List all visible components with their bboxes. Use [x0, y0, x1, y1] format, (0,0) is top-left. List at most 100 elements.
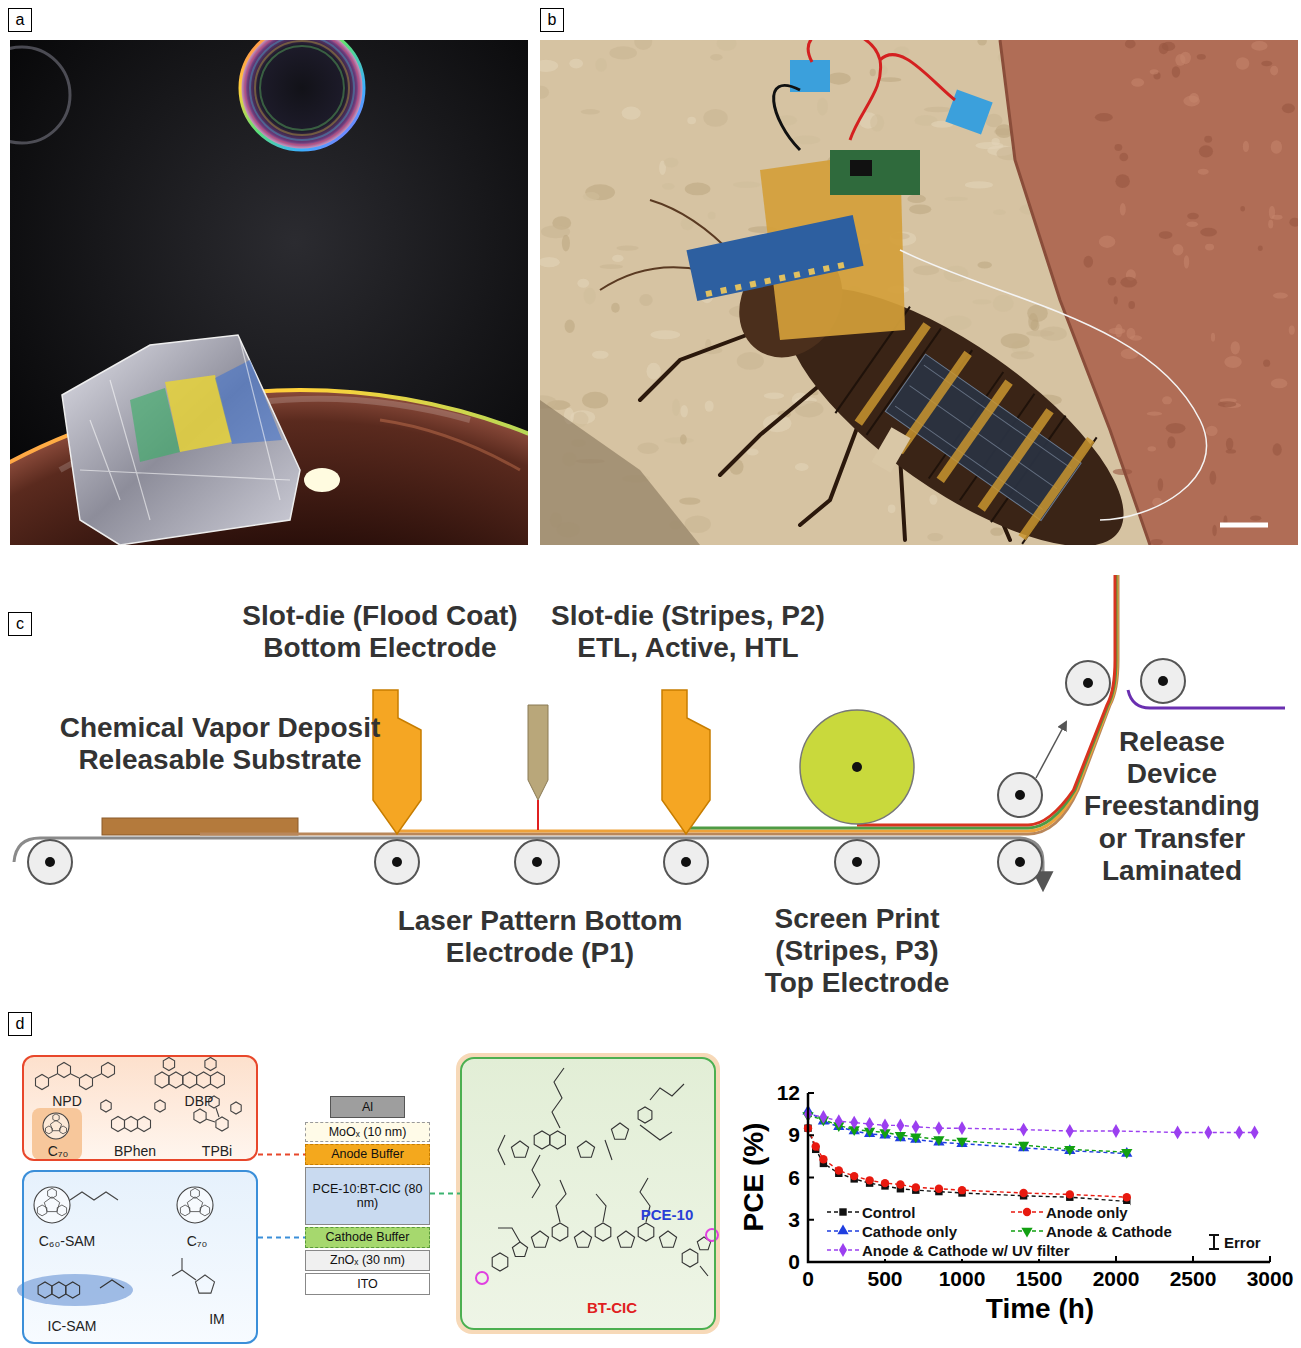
molecule-ring — [205, 1058, 216, 1071]
stone-texture — [611, 303, 620, 313]
data-point — [956, 1137, 967, 1147]
material-name: BT-CIC — [587, 1300, 637, 1317]
stone-texture — [708, 212, 716, 220]
data-point — [819, 1155, 827, 1163]
stone-texture — [616, 245, 638, 250]
brick-texture — [1172, 66, 1180, 78]
stone-texture — [977, 261, 992, 268]
data-line — [808, 1111, 1127, 1153]
molecule-ring — [183, 1072, 197, 1088]
stone-texture — [990, 527, 1003, 535]
stone-texture — [792, 136, 820, 145]
brick-texture — [1270, 66, 1278, 76]
brick-texture — [1109, 328, 1126, 335]
stone-texture — [907, 194, 926, 203]
stone-texture — [685, 183, 711, 196]
brick-texture — [1120, 203, 1126, 216]
stone-texture — [679, 498, 700, 505]
sensor — [871, 427, 910, 473]
stone-texture — [888, 505, 896, 514]
axis-title: Time (h) — [986, 1293, 1094, 1325]
brick-texture — [1115, 174, 1129, 188]
molecule-bond — [206, 1108, 219, 1122]
brick-texture — [1180, 52, 1191, 64]
legend-marker — [839, 1243, 847, 1257]
molecule-ring — [112, 1117, 125, 1132]
brick-texture — [1131, 78, 1144, 87]
board-pin — [808, 268, 815, 275]
molecule-ring — [638, 1223, 654, 1241]
stone-texture — [795, 463, 809, 471]
fullerene-pattern — [46, 1114, 67, 1134]
brick-texture — [1289, 218, 1298, 227]
brick-texture — [1150, 539, 1163, 545]
brick-texture — [1269, 206, 1275, 220]
brick-texture — [1258, 246, 1263, 252]
data-point — [895, 1132, 906, 1142]
circuit-board — [686, 215, 863, 301]
data-point — [958, 1186, 966, 1194]
data-point — [881, 1118, 889, 1132]
data-point — [935, 1185, 943, 1193]
stone-texture — [703, 109, 727, 127]
thin-wire — [900, 250, 1207, 520]
panel-letter: a — [16, 11, 25, 29]
data-point — [1020, 1123, 1028, 1137]
stone-texture — [592, 351, 609, 359]
legend-line — [827, 1211, 859, 1212]
data-point — [935, 1121, 943, 1135]
panel-tag: a — [8, 8, 32, 32]
molecule-ring — [155, 1072, 169, 1088]
foil-crease — [80, 340, 290, 520]
brick-texture — [1167, 436, 1175, 448]
brick-texture — [1282, 103, 1295, 113]
layer-name: Cathode Buffer — [326, 1230, 410, 1244]
legend-marker — [1021, 1228, 1032, 1238]
board-pin — [735, 284, 742, 291]
board-pin — [779, 274, 786, 281]
data-point — [896, 1180, 904, 1188]
panel-tag: b — [540, 8, 564, 32]
molecule-bond — [100, 1280, 124, 1288]
material-name: IM — [209, 1312, 225, 1327]
chart-axis — [808, 1093, 1270, 1262]
chlorine-highlight — [706, 1229, 718, 1241]
layer-name: Al — [362, 1100, 373, 1114]
tick-label: 12 — [777, 1081, 800, 1105]
stone-texture — [582, 392, 608, 409]
data-point — [912, 1120, 920, 1134]
slot-die-head — [662, 690, 710, 834]
laser-beam — [537, 800, 539, 830]
process-step-label: Chemical Vapor Deposit Releasable Substr… — [20, 712, 420, 776]
bubble-reflection — [380, 420, 520, 470]
brick-texture — [1211, 333, 1215, 342]
pce-chart — [802, 1093, 1270, 1262]
data-point — [881, 1179, 889, 1187]
tick-label: 1500 — [1016, 1267, 1063, 1291]
device-layer — [686, 575, 1116, 828]
axis-tick — [808, 1177, 814, 1179]
stone-texture — [651, 330, 681, 339]
tick-label: 1000 — [939, 1267, 986, 1291]
data-line — [808, 1116, 1127, 1153]
soap-bubble — [10, 47, 70, 143]
stone-texture — [764, 393, 785, 399]
brick-texture — [1263, 360, 1270, 367]
legend-entry: Anode only — [1010, 1203, 1130, 1221]
stone-texture — [870, 114, 884, 131]
kapton-tape — [978, 408, 1054, 511]
molecule-ring — [194, 1109, 206, 1123]
device-layer — [200, 575, 1118, 834]
stone-texture — [827, 72, 851, 84]
direction-arrow — [1036, 722, 1066, 778]
data-point — [1251, 1126, 1259, 1140]
panel-letter: b — [548, 11, 557, 29]
roller-axle — [1015, 857, 1025, 867]
stone-texture — [817, 98, 828, 116]
axis-tick — [808, 1134, 814, 1136]
data-point — [933, 1136, 944, 1146]
tick-label: 0 — [802, 1267, 814, 1291]
kapton-tape — [1018, 437, 1094, 540]
panel-tag: d — [8, 1012, 32, 1036]
